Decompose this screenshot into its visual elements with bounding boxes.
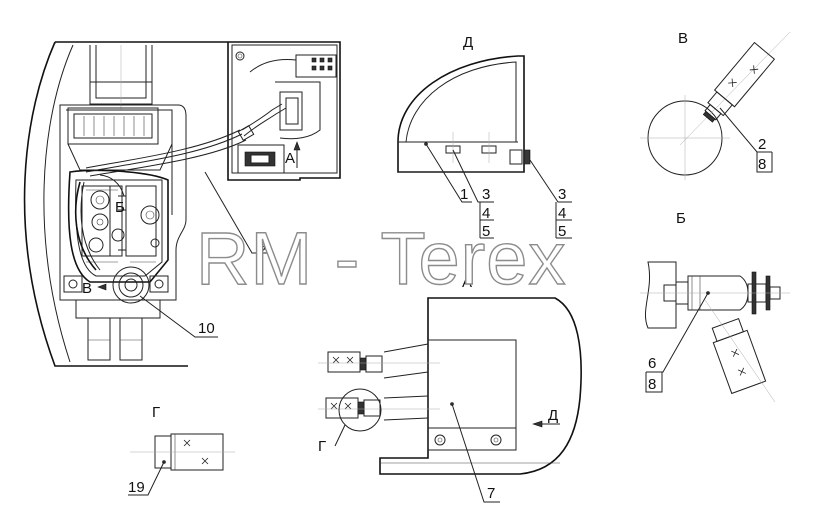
callout-d-right-2: 5 xyxy=(558,223,566,240)
callout-1: 1 xyxy=(460,186,468,203)
main-view-v-label: В xyxy=(82,280,92,297)
view-g-detail: Г 19 xyxy=(128,404,235,496)
callout-19: 19 xyxy=(128,479,145,496)
callout-7: 7 xyxy=(487,485,495,502)
view-v-detail: В 2 8 xyxy=(640,30,791,180)
main-view-a-label: А xyxy=(285,150,295,167)
watermark-text: RM - Terex xyxy=(196,217,566,300)
view-b-detail: Б 6 8 xyxy=(640,210,790,403)
view-b-title: Б xyxy=(676,210,686,227)
view-d-detail: Д 1 3 4 5 3 4 5 xyxy=(397,34,572,240)
view-a-title: А xyxy=(462,274,472,291)
callout-2: 2 xyxy=(758,136,766,153)
main-view-b-label: Б xyxy=(115,199,125,216)
callout-d-mid-2: 5 xyxy=(482,223,490,240)
view-g-circle-label: Г xyxy=(318,438,326,455)
callout-d-mid-0: 3 xyxy=(482,186,490,203)
callout-9: 9 xyxy=(258,238,266,255)
view-v-title: В xyxy=(678,30,688,47)
callout-10: 10 xyxy=(198,320,215,337)
callout-6: 6 xyxy=(648,355,656,372)
view-d-title: Д xyxy=(463,34,473,51)
callout-b-8: 8 xyxy=(648,376,656,393)
view-a-arrow-label: Д xyxy=(548,407,558,424)
callout-v-8: 8 xyxy=(758,156,766,173)
view-a-detail: А Г Д 7 xyxy=(318,274,582,503)
view-g-title: Г xyxy=(152,404,160,421)
callout-d-right-0: 3 xyxy=(558,186,566,203)
callout-d-right-1: 4 xyxy=(558,205,566,222)
main-assembly-view: А xyxy=(23,41,341,367)
callout-d-mid-1: 4 xyxy=(482,205,490,222)
